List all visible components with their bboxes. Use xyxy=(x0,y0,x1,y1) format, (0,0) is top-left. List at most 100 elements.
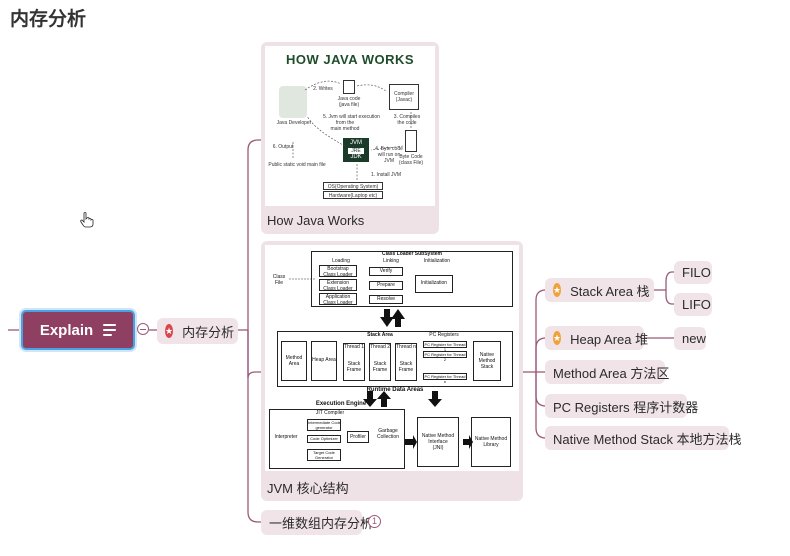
application-box: Application Class Loader xyxy=(319,293,357,306)
pc-register-t2-label: PC Register for Thread 2 xyxy=(424,352,466,362)
native-lib-label: Native Method Library xyxy=(474,436,508,448)
collapse-toggle-button[interactable] xyxy=(137,323,149,335)
node-1d-array-label: 一维数组内存分析 xyxy=(269,516,374,531)
byte-code-label: Byte Code (class File) xyxy=(398,154,424,166)
star-icon: ★ xyxy=(165,324,174,338)
collapsed-children-count[interactable]: 1 xyxy=(368,515,381,528)
initialization-label: Initialization xyxy=(423,258,451,264)
os-box: OS(Operating System) xyxy=(323,182,383,190)
pc-register-t2-box: PC Register for Thread 2 xyxy=(423,351,467,361)
jni-box: Native Method Interface (JNI) xyxy=(417,417,459,467)
compiler-box: Compiler (Javac) xyxy=(389,84,419,110)
verify-box: Verify xyxy=(369,267,403,276)
code-opt-label: Code Optimizer xyxy=(310,436,338,441)
method-area-box: Method Area xyxy=(281,341,307,381)
flow-arrows xyxy=(292,80,412,180)
jvm-box: JVM JRE JDK xyxy=(343,138,369,162)
stack-frame-label-1: Stack Frame xyxy=(346,361,362,373)
card-caption-jvm-structure: JVM 核心结构 xyxy=(267,481,349,496)
node-new[interactable]: new xyxy=(674,327,706,350)
node-new-label: new xyxy=(682,331,706,346)
method-area-label: Method Area xyxy=(285,355,303,367)
threadn-label: Thread n xyxy=(396,344,417,350)
node-lifo-label: LIFO xyxy=(682,297,711,312)
native-stack-box: Native Method Stack xyxy=(473,341,501,381)
application-label: Application Class Loader xyxy=(323,294,353,306)
node-pc-registers[interactable]: PC Registers 程序计数器 xyxy=(545,394,698,418)
architecture-arrows xyxy=(289,278,473,449)
node-stack-area[interactable]: ★ Stack Area 栈 xyxy=(545,278,654,302)
prepare-label: Prepare xyxy=(377,282,395,288)
pc-register-tn-box: PC Register for Thread n xyxy=(423,373,467,383)
jvm-label: JVM xyxy=(350,140,362,146)
resolve-label: Resolve xyxy=(376,296,396,302)
intermediate-label: Intermediate Code generator xyxy=(308,420,341,430)
root-label: Explain xyxy=(39,321,94,339)
resolve-box: Resolve xyxy=(369,295,403,304)
jvm-architecture-diagram: Class Loader SubSystem Class File Loadin… xyxy=(265,245,519,471)
initialization-box-label: Initialization xyxy=(420,280,448,286)
node-heap-area-label: Heap Area 堆 xyxy=(570,331,649,347)
hardware-box: Hardware(Laptop etc) xyxy=(323,191,383,199)
hand-cursor-icon xyxy=(80,212,94,228)
node-method-area[interactable]: Method Area 方法区 xyxy=(545,360,669,384)
node-filo[interactable]: FILO xyxy=(674,261,712,284)
jit-label: JIT Compiler xyxy=(315,410,345,416)
runtime-label: Runtime Data Areas xyxy=(366,387,424,393)
target-code-label: Target Code Generator xyxy=(313,450,335,460)
heap-area-label: Heap Area xyxy=(312,357,336,363)
profiler-box: Profiler xyxy=(347,431,369,443)
step1-label: 1. Install JVM xyxy=(371,172,402,178)
main-file-label: Public static void main file xyxy=(268,162,326,168)
os-label: OS(Operating System) xyxy=(327,184,379,190)
card-caption-how-java-works: How Java Works xyxy=(267,213,365,228)
linking-label: Linking xyxy=(383,258,399,264)
jni-label: Native Method Interface (JNI) xyxy=(421,433,455,451)
jdk-label: JDK xyxy=(350,154,362,160)
stack-frame-label-n: Stack Frame xyxy=(398,361,414,373)
node-stack-area-label: Stack Area 栈 xyxy=(570,283,650,299)
node-heap-area[interactable]: ★ Heap Area 堆 xyxy=(545,326,648,350)
image-card-how-java-works[interactable]: HOW JAVA WORKS Java Developer Java code … xyxy=(261,42,439,234)
code-optimizer-box: Code Optimizer xyxy=(307,435,341,443)
root-node-explain[interactable]: Explain xyxy=(21,310,135,350)
step6-label: 6. Output xyxy=(272,144,294,150)
thread1-label: Thread 1 xyxy=(344,344,365,350)
step2-label: 2. Writes xyxy=(313,86,333,92)
native-lib-box: Native Method Library xyxy=(471,417,511,467)
developer-label: Java Developer xyxy=(276,120,312,126)
interpreter-label: Interpreter xyxy=(274,434,298,440)
page-title: 内存分析 xyxy=(10,9,87,30)
pc-register-t1-label: PC Register for Thread 1 xyxy=(424,342,466,352)
class-loader-label: Class Loader SubSystem xyxy=(381,251,443,257)
pc-register-tn-label: PC Register for Thread n xyxy=(424,374,466,384)
heap-area-box: Heap Area xyxy=(311,341,337,381)
stack-area-label: Stack Area xyxy=(367,332,393,338)
bootstrap-box: Bootstrap Class Loader xyxy=(319,265,357,278)
node-pc-registers-label: PC Registers 程序计数器 xyxy=(553,399,699,415)
initialization-box: Initialization xyxy=(415,275,453,293)
how-java-works-diagram: HOW JAVA WORKS Java Developer Java code … xyxy=(265,46,435,206)
node-lifo[interactable]: LIFO xyxy=(674,293,712,316)
node-filo-label: FILO xyxy=(682,265,711,280)
image-card-jvm-structure[interactable]: Class Loader SubSystem Class File Loadin… xyxy=(261,241,523,501)
compiler-label: Compiler (Javac) xyxy=(393,91,414,103)
diagram-title: HOW JAVA WORKS xyxy=(285,52,415,67)
thread1-box: Thread 1 Stack Frame xyxy=(343,343,365,381)
pc-register-t1-box: PC Register for Thread 1 xyxy=(423,341,467,351)
loading-label: Loading xyxy=(332,258,350,264)
stack-frame-label-2: Stack Frame xyxy=(372,361,388,373)
intermediate-box: Intermediate Code generator xyxy=(307,419,341,431)
node-native-method-stack-label: Native Method Stack 本地方法栈 xyxy=(553,431,742,447)
extension-label: Extension Class Loader xyxy=(323,280,353,292)
node-native-method-stack[interactable]: Native Method Stack 本地方法栈 xyxy=(545,426,742,450)
menu-icon[interactable] xyxy=(103,324,117,336)
thread2-label: Thread 2 xyxy=(370,344,391,350)
node-method-area-label: Method Area 方法区 xyxy=(553,365,670,381)
node-1d-array-memory[interactable]: 一维数组内存分析 xyxy=(261,510,373,535)
branch-label: 内存分析 xyxy=(182,324,235,340)
target-code-box: Target Code Generator xyxy=(307,449,341,461)
pc-registers-label: PC Registers xyxy=(429,332,459,338)
branch-node-memory-analysis[interactable]: ★ 内存分析 xyxy=(157,318,238,344)
star-icon: ★ xyxy=(553,331,562,345)
